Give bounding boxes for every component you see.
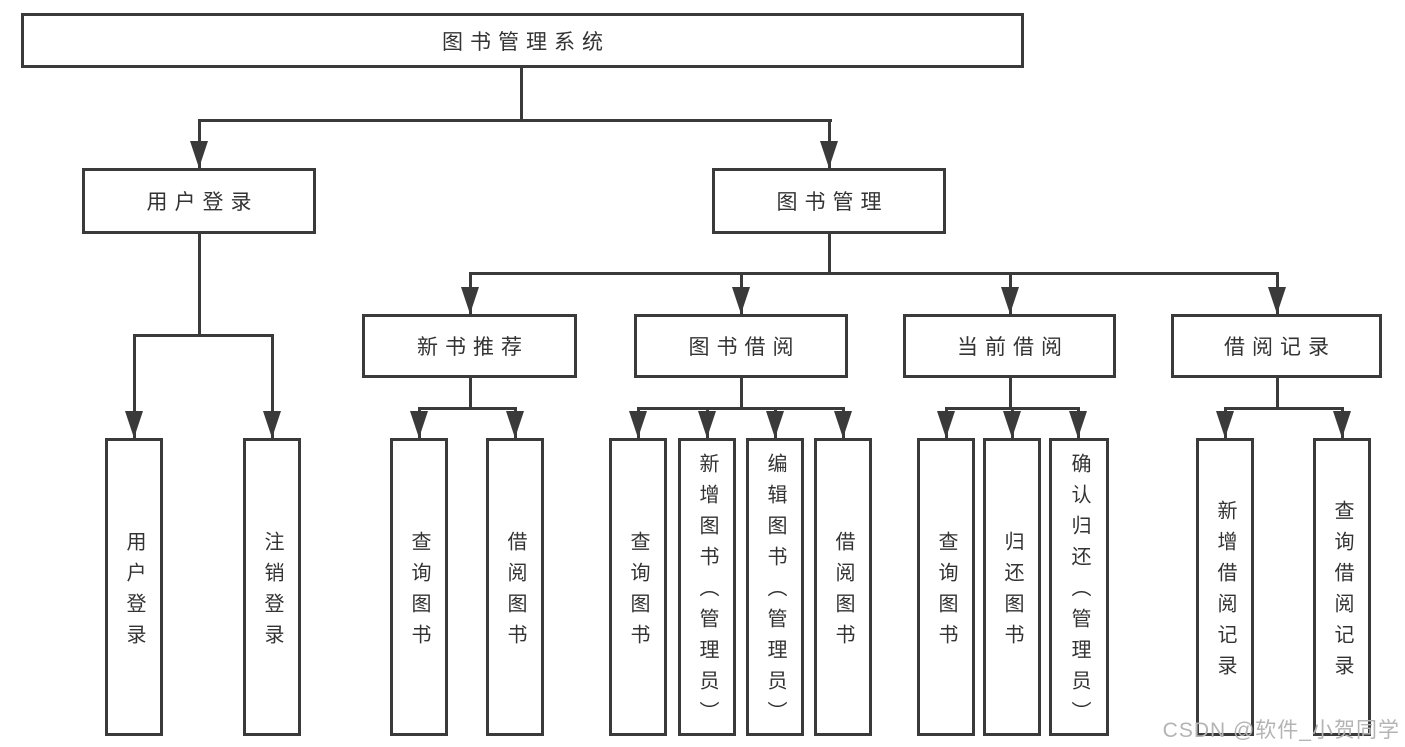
node-book-borrowing-label: 图书借阅 xyxy=(688,336,801,359)
leaf-query-books: 查询图书 xyxy=(609,438,667,736)
connector-root-rail xyxy=(198,119,832,122)
arrow-down-icon xyxy=(937,411,955,438)
leaf-label: 编辑图书（管理员） xyxy=(764,453,786,732)
leaf-query-books: 查询图书 xyxy=(917,438,975,736)
node-current-borrowing-label: 当前借阅 xyxy=(957,336,1069,359)
arrow-down-icon xyxy=(461,287,479,314)
connector-bookmgmt-rail xyxy=(469,272,1279,275)
leaf-logout: 注销登录 xyxy=(243,438,301,736)
arrow-down-icon xyxy=(125,411,143,438)
arrow-down-icon xyxy=(506,411,524,438)
arrow-down-icon xyxy=(1001,287,1019,314)
node-root: 图书管理系统 xyxy=(21,13,1024,68)
node-user-login: 用户登录 xyxy=(82,168,316,234)
arrow-down-icon xyxy=(732,287,750,314)
connector-records-rail xyxy=(1224,407,1344,410)
leaf-label: 查询借阅记录 xyxy=(1331,499,1353,686)
arrow-down-icon xyxy=(410,411,428,438)
leaf-label: 用户登录 xyxy=(123,530,145,655)
arrow-down-icon xyxy=(1069,411,1087,438)
leaf-label: 新增图书（管理员） xyxy=(696,453,718,732)
connector-current-stem xyxy=(1009,378,1012,410)
connector-userlogin-rail xyxy=(133,334,274,337)
leaf-query-books: 查询图书 xyxy=(390,438,448,736)
connector-newbook-stem xyxy=(469,378,472,410)
arrow-down-icon xyxy=(1268,287,1286,314)
node-book-borrowing: 图书借阅 xyxy=(634,314,848,378)
leaf-label: 查询图书 xyxy=(408,530,430,655)
connector-userlogin-stem xyxy=(198,234,201,337)
arrow-down-icon xyxy=(629,411,647,438)
connector-userlogin-drop-1 xyxy=(133,334,136,438)
connector-root-stem xyxy=(520,68,523,122)
node-borrowing-records-label: 借阅记录 xyxy=(1224,336,1336,359)
connector-records-stem xyxy=(1276,378,1279,410)
leaf-user-login: 用户登录 xyxy=(105,438,163,736)
arrow-down-icon xyxy=(263,411,281,438)
leaf-edit-books-admin: 编辑图书（管理员） xyxy=(746,438,804,736)
node-root-label: 图书管理系统 xyxy=(442,30,610,54)
leaf-label: 归还图书 xyxy=(1001,530,1023,655)
connector-borrow-stem xyxy=(740,378,743,410)
csdn-watermark: CSDN @软件_小贺同学 xyxy=(1162,719,1400,742)
leaf-label: 借阅图书 xyxy=(832,530,854,655)
leaf-add-borrow-record: 新增借阅记录 xyxy=(1196,438,1254,736)
connector-newbook-rail xyxy=(418,407,517,410)
leaf-return-books: 归还图书 xyxy=(983,438,1041,736)
arrow-down-icon xyxy=(1003,411,1021,438)
arrow-down-icon xyxy=(766,411,784,438)
leaf-confirm-return-admin: 确认归还（管理员） xyxy=(1049,438,1109,736)
leaf-query-borrow-record: 查询借阅记录 xyxy=(1313,438,1371,736)
node-user-login-label: 用户登录 xyxy=(146,191,259,214)
leaf-label: 查询图书 xyxy=(627,530,649,655)
arrow-down-icon xyxy=(820,141,838,168)
leaf-label: 查询图书 xyxy=(935,530,957,655)
node-book-management-label: 图书管理 xyxy=(776,191,889,214)
node-current-borrowing: 当前借阅 xyxy=(903,314,1116,378)
leaf-borrow-books: 借阅图书 xyxy=(486,438,544,736)
arrow-down-icon xyxy=(698,411,716,438)
arrow-down-icon xyxy=(190,141,208,168)
leaf-label: 借阅图书 xyxy=(504,530,526,655)
leaf-label: 确认归还（管理员） xyxy=(1068,453,1090,732)
connector-userlogin-drop-2 xyxy=(271,334,274,438)
leaf-label: 注销登录 xyxy=(261,530,283,655)
leaf-label: 新增借阅记录 xyxy=(1214,499,1236,686)
node-book-management: 图书管理 xyxy=(712,168,946,234)
node-borrowing-records: 借阅记录 xyxy=(1171,314,1382,378)
node-new-book-recommend: 新书推荐 xyxy=(362,314,577,378)
leaf-add-books-admin: 新增图书（管理员） xyxy=(678,438,736,736)
leaf-borrow-books: 借阅图书 xyxy=(814,438,872,736)
arrow-down-icon xyxy=(834,411,852,438)
connector-borrow-rail xyxy=(637,407,845,410)
arrow-down-icon xyxy=(1216,411,1234,438)
connector-bookmgmt-stem xyxy=(828,234,831,275)
arrow-down-icon xyxy=(1333,411,1351,438)
node-new-book-recommend-label: 新书推荐 xyxy=(417,336,529,359)
